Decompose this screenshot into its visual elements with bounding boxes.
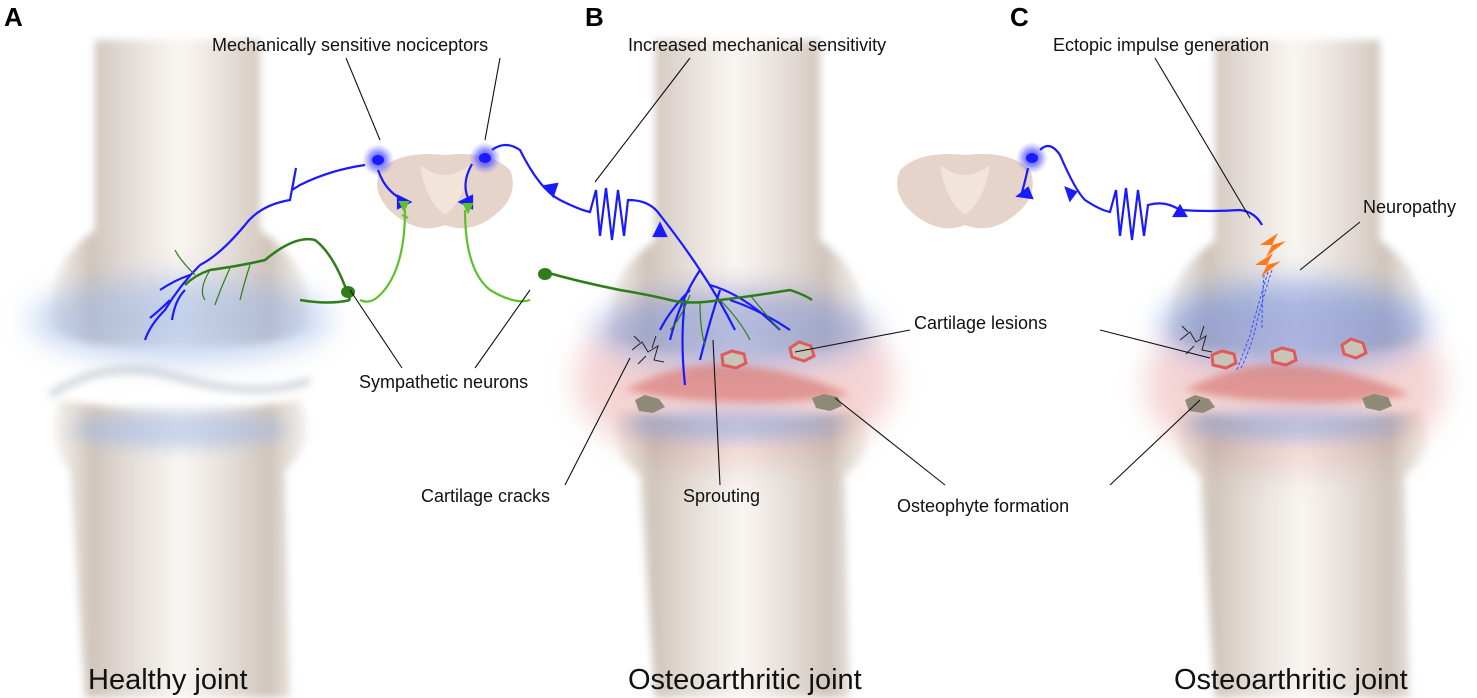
label-osteophyte: Osteophyte formation	[897, 496, 1070, 516]
panel-letter-c: C	[1010, 2, 1029, 32]
panel-letter-a: A	[4, 2, 23, 32]
osteophytes-b	[635, 394, 842, 413]
lesions-b	[720, 340, 816, 370]
joint-line-a	[47, 365, 312, 399]
joint-b	[575, 40, 895, 698]
cartilage-b-lower	[625, 410, 845, 440]
sympathetic-a	[174, 201, 410, 306]
caption-panel-c: Osteoarthritic joint	[1174, 664, 1408, 696]
tibia-a	[54, 400, 308, 698]
neuropathy-fibers	[1235, 269, 1273, 373]
spinal-cord-c	[897, 154, 1033, 229]
nociceptor-c	[1015, 142, 1263, 241]
lesions-c	[1210, 337, 1368, 370]
leader-lines	[345, 57, 1361, 486]
cartilage-a-lower	[70, 412, 290, 448]
label-sprouting: Sprouting	[683, 486, 761, 506]
femur-b	[608, 40, 864, 353]
label-cartilage-lesions: Cartilage lesions	[914, 313, 1048, 333]
label-neuropathy: Neuropathy	[1363, 197, 1457, 217]
cartilage-b-red	[625, 364, 850, 403]
caption-panel-a: Healthy joint	[88, 664, 248, 696]
spark-icons	[1255, 233, 1286, 277]
label-cartilage-cracks: Cartilage cracks	[421, 486, 551, 506]
cartilage-a	[30, 278, 330, 362]
label-increased-sensitivity: Increased mechanical sensitivity	[628, 35, 887, 55]
label-sympathetic: Sympathetic neurons	[359, 372, 529, 392]
femur-a	[51, 40, 309, 346]
sympathetic-b	[462, 203, 813, 346]
tibia-c	[1175, 410, 1428, 698]
osteophytes-c	[1185, 394, 1392, 413]
nociceptor-b	[457, 142, 791, 386]
cracks-b	[631, 335, 665, 365]
label-mech-nociceptors: Mechanically sensitive nociceptors	[212, 35, 489, 55]
joint-a	[30, 40, 330, 698]
cartilage-c-red	[1185, 364, 1410, 403]
caption-panel-b: Osteoarthritic joint	[628, 664, 862, 696]
tibia-b	[615, 410, 868, 698]
cartilage-c-lower	[1185, 410, 1405, 440]
joint-c	[1145, 40, 1445, 698]
femur-c	[1168, 40, 1424, 353]
panel-letter-b: B	[585, 2, 604, 32]
label-ectopic: Ectopic impulse generation	[1053, 35, 1270, 55]
cracks-c	[1179, 325, 1213, 355]
